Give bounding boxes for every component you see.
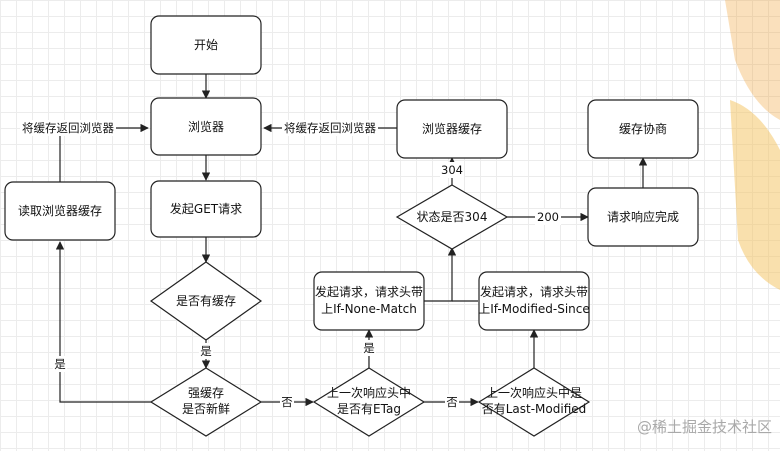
node-has-last-modified-label-2: 否有Last-Modified — [482, 402, 587, 416]
edge-label-return-cache-mid: 将缓存返回浏览器 — [284, 121, 376, 135]
edge-label-no-etag: 否 — [446, 395, 458, 409]
edge-label-200: 200 — [537, 210, 559, 224]
node-req-if-none-match-label-2: 上If-None-Match — [321, 302, 417, 316]
node-response-done-label: 请求响应完成 — [607, 209, 679, 224]
edge-label-yes-has-cache: 是 — [200, 344, 212, 358]
node-has-cache: 是否有缓存 — [149, 261, 263, 341]
edge-label-yes-fresh: 是 — [54, 357, 66, 371]
edge-label-return-cache-left: 将缓存返回浏览器 — [22, 121, 114, 135]
node-req-if-none-match-label-1: 发起请求，请求头带 — [315, 284, 423, 299]
node-status-304-label: 状态是否304 — [417, 210, 488, 224]
node-has-etag-label-2: 是否有ETag — [337, 402, 401, 416]
node-send-get-label: 发起GET请求 — [170, 201, 242, 216]
watermark: @稀土掘金技术社区 — [637, 418, 772, 436]
node-has-cache-label: 是否有缓存 — [176, 294, 236, 308]
node-req-if-none-match: 发起请求，请求头带 上If-None-Match — [313, 271, 425, 331]
node-browser-label: 浏览器 — [188, 119, 224, 134]
node-strong-cache-label-1: 强缓存 — [188, 386, 224, 400]
node-has-last-modified-label-1: 上一次响应头中是 — [486, 385, 582, 400]
node-has-etag: 上一次响应头中 是否有ETag — [312, 367, 426, 437]
background-decoration — [725, 0, 780, 290]
node-start-label: 开始 — [194, 38, 218, 52]
node-start: 开始 — [150, 15, 262, 75]
edge-label-304: 304 — [441, 163, 463, 177]
node-read-browser-cache: 读取浏览器缓存 — [4, 181, 116, 241]
edge-read-browser — [59, 123, 149, 182]
node-strong-cache: 强缓存 是否新鲜 — [149, 367, 263, 437]
node-req-if-modified-since: 发起请求，请求头带 上If-Modified-Since — [478, 271, 590, 331]
edge-label-no-fresh: 否 — [281, 395, 293, 409]
node-response-done: 请求响应完成 — [587, 187, 699, 247]
edge-labels: 将缓存返回浏览器 将缓存返回浏览器 是 是 否 是 否 304 200 — [20, 120, 561, 410]
node-read-browser-cache-label: 读取浏览器缓存 — [18, 203, 102, 218]
node-send-get: 发起GET请求 — [150, 180, 262, 238]
node-req-if-modified-since-label-2: 上If-Modified-Since — [478, 302, 590, 316]
node-cache-negotiation-label: 缓存协商 — [619, 121, 667, 136]
edge-inm-304 — [424, 247, 457, 302]
node-status-304: 状态是否304 — [395, 184, 509, 250]
node-has-etag-label-1: 上一次响应头中 — [327, 385, 411, 400]
edge-strong-read — [55, 241, 151, 403]
node-browser-cache: 浏览器缓存 — [396, 99, 508, 159]
edge-label-yes-etag: 是 — [363, 341, 375, 355]
node-has-last-modified: 上一次响应头中是 否有Last-Modified — [477, 367, 591, 437]
node-strong-cache-label-2: 是否新鲜 — [182, 401, 230, 416]
node-req-if-modified-since-label-1: 发起请求，请求头带 — [480, 284, 588, 299]
node-browser: 浏览器 — [150, 97, 262, 156]
node-browser-cache-label: 浏览器缓存 — [422, 121, 482, 136]
node-cache-negotiation: 缓存协商 — [587, 99, 699, 159]
